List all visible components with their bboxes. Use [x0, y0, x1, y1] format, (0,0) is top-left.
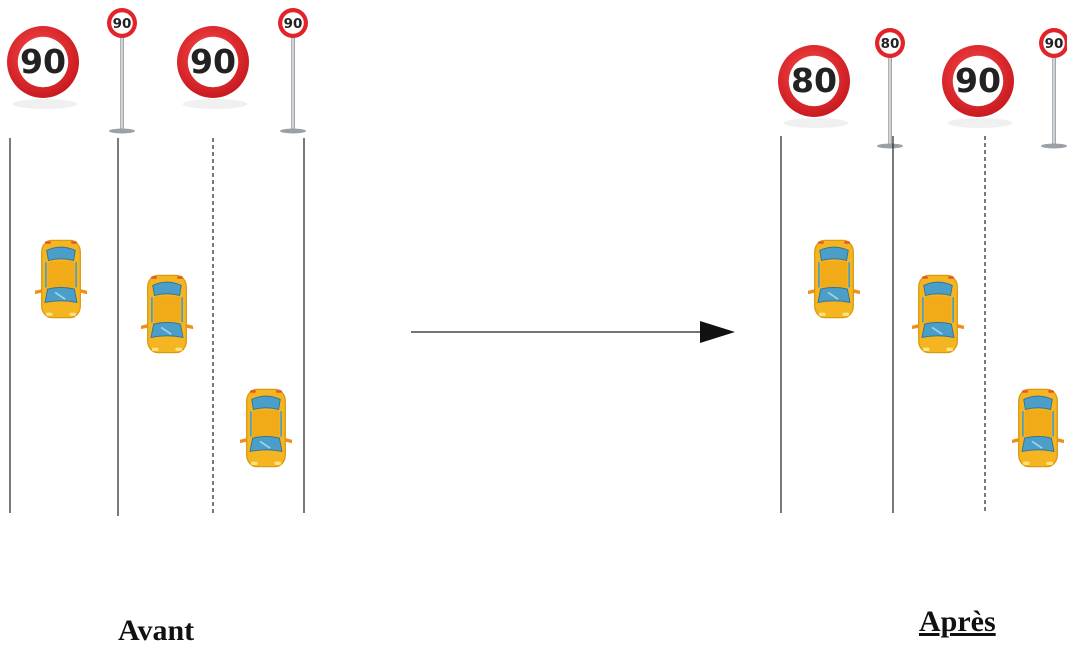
- after-car-1: [807, 239, 861, 319]
- speed-limit-value: 90: [284, 16, 303, 32]
- before-car-3: [239, 388, 293, 468]
- after-caption: Après: [919, 605, 996, 638]
- after-sign-right-small: 90: [1039, 28, 1067, 149]
- before-sign-right-small: 90: [278, 8, 308, 134]
- arrow-right-icon: [411, 321, 735, 343]
- sign-post-icon: [120, 23, 124, 131]
- after-car-2: [911, 274, 965, 354]
- before-caption: Avant: [118, 614, 195, 647]
- before-sign-right-big: 90: [177, 26, 249, 109]
- speed-limit-value: 90: [20, 42, 66, 81]
- before-car-1: [34, 239, 88, 319]
- speed-limit-value: 90: [955, 61, 1001, 100]
- before-car-2: [140, 274, 194, 354]
- sign-post-icon: [1052, 43, 1056, 146]
- before-sign-left-big: 90: [7, 26, 79, 109]
- speed-limit-value: 80: [791, 61, 837, 100]
- before-sign-left-small: 90: [107, 8, 137, 134]
- speed-limit-value: 90: [1045, 36, 1064, 52]
- speed-limit-value: 80: [881, 36, 900, 52]
- after-sign-left-big: 80: [778, 45, 850, 128]
- after-car-3: [1011, 388, 1065, 468]
- speed-limit-value: 90: [113, 16, 132, 32]
- after-sign-left-small: 80: [875, 28, 905, 149]
- sign-post-icon: [888, 43, 892, 146]
- sign-post-icon: [291, 23, 295, 131]
- after-sign-right-big: 90: [942, 45, 1014, 128]
- speed-limit-value: 90: [190, 42, 236, 81]
